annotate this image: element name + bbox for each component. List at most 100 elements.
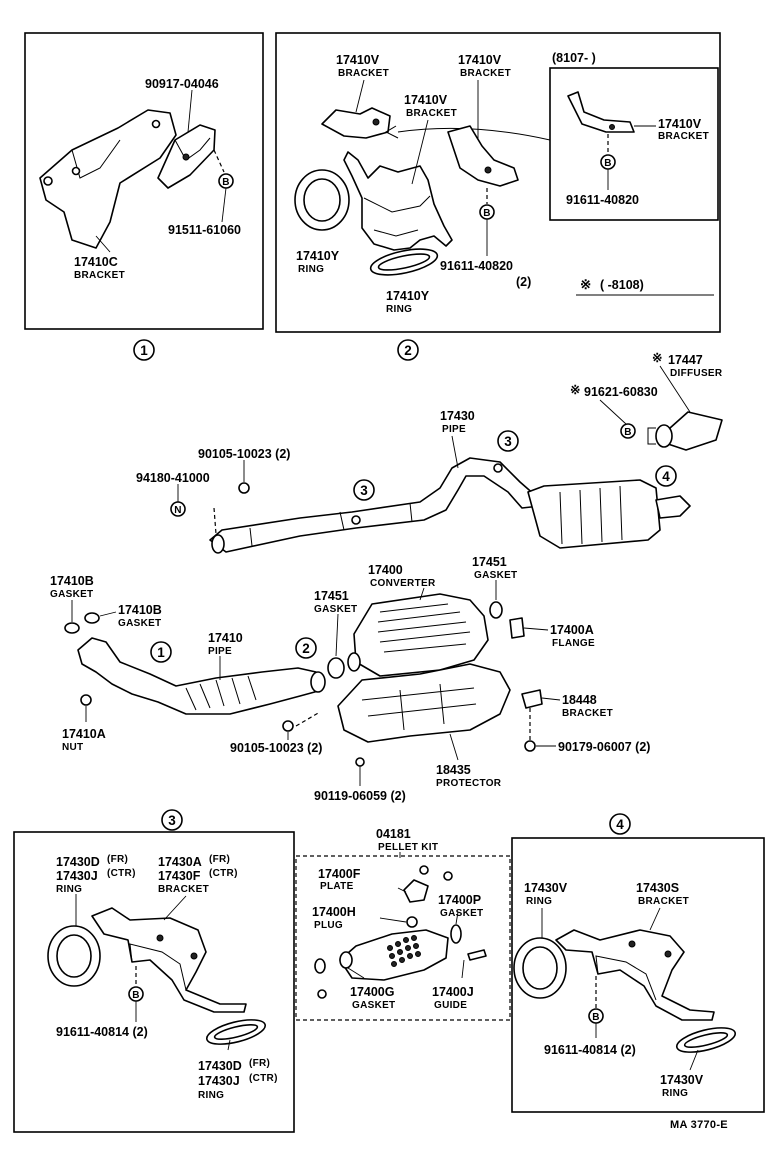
- position-circle-3b: [497, 430, 519, 452]
- nut-17410a: [80, 694, 92, 706]
- bracket-hole: [156, 934, 164, 942]
- label-17410y-a: 17410Y: [296, 249, 340, 263]
- pipe-17410-outlet: [310, 671, 326, 693]
- leader: [541, 697, 561, 701]
- label-17430a: 17430A: [158, 855, 202, 869]
- leader: [227, 1039, 231, 1051]
- panel-number-2: 2: [404, 343, 412, 358]
- leader: [689, 1049, 699, 1071]
- converter-ribs: [377, 603, 471, 653]
- label-17430d-top: 17430D: [56, 855, 100, 869]
- subpanel-range: (8107- ): [552, 51, 596, 65]
- position-circle-4: [655, 465, 677, 487]
- pellet-kit: 04181 PELLET KIT 17400F PLATE 17400H PLU…: [295, 827, 511, 1021]
- label-17430f: 17430F: [158, 869, 201, 883]
- panel-4: 4 B 17430V RING 17430S BRACKET 91611-408…: [511, 813, 765, 1113]
- main-assembly: B N: [50, 351, 723, 803]
- leader: [355, 79, 365, 113]
- legend-mark: ※: [580, 277, 591, 292]
- label-91621-mark: ※: [570, 383, 580, 397]
- panel-1-frame: [24, 32, 264, 330]
- label-17410-desc: PIPE: [208, 646, 232, 657]
- label-17410: 17410: [208, 631, 243, 645]
- label-17400p-desc: GASKET: [440, 908, 483, 919]
- muffler: [527, 479, 661, 549]
- nut-90179: [524, 740, 536, 752]
- figure-code: MA 3770-E: [670, 1119, 728, 1131]
- nut-mark: N: [174, 505, 182, 516]
- label-17451-right-desc: GASKET: [474, 570, 517, 581]
- label-17447-mark: ※: [652, 351, 662, 365]
- label-17410b-a: 17410B: [50, 574, 94, 588]
- label-17410v-a-desc: BRACKET: [338, 68, 389, 79]
- leader: [419, 587, 425, 601]
- leader: [335, 613, 339, 657]
- label-91611-40820-sub: 91611-40820: [566, 193, 639, 207]
- label-17430j-bottom-sup: (CTR): [249, 1073, 278, 1084]
- nut: [419, 865, 429, 875]
- label-17410v-b: 17410V: [458, 53, 502, 67]
- ring-inner: [683, 1031, 729, 1049]
- plug-17400h: [406, 916, 418, 928]
- ring-inner: [213, 1023, 259, 1041]
- leader: [461, 959, 465, 979]
- label-17410y-a-desc: RING: [298, 264, 324, 275]
- label-17430j-top-sup: (CTR): [107, 868, 136, 879]
- label-90119-06059: 90119-06059 (2): [314, 789, 406, 803]
- leader: [95, 235, 111, 253]
- pipe-hangers: [249, 502, 413, 547]
- label-91611-40820-qty: (2): [516, 275, 531, 289]
- bracket-fold: [363, 195, 431, 213]
- label-17447: 17447: [668, 353, 703, 367]
- bracket-hole: [609, 124, 615, 130]
- gasket-17451-left: [327, 657, 345, 679]
- bracket-hole: [71, 166, 81, 176]
- label-91611-40814-p4: 91611-40814 (2): [544, 1043, 636, 1057]
- pipe-flange: [211, 534, 225, 554]
- legend: ※ ( -8108): [576, 277, 714, 296]
- label-17410v-c-desc: BRACKET: [406, 108, 457, 119]
- guide-17400j: [467, 949, 487, 961]
- label-17451-left-desc: GASKET: [314, 604, 357, 615]
- position-mark-1: 1: [157, 645, 165, 660]
- bracket-17410v-center: [343, 151, 453, 251]
- pellet-kit-number: 04181: [376, 827, 411, 841]
- leader: [599, 399, 627, 425]
- label-17400j-desc: GUIDE: [434, 1000, 467, 1011]
- muffler-tail: [655, 495, 691, 519]
- label-90105-lower: 90105-10023 (2): [230, 741, 322, 755]
- label-17410v-a: 17410V: [336, 53, 380, 67]
- label-17400g: 17400G: [350, 985, 394, 999]
- bolt-mark: B: [592, 1012, 600, 1023]
- bracket-fold: [129, 943, 187, 991]
- bracket-18448: [521, 689, 543, 709]
- pipe-17430: [209, 457, 541, 553]
- bolt-mark-circle: [620, 423, 636, 439]
- label-17410v-sub: 17410V: [658, 117, 702, 131]
- leader: [379, 917, 407, 923]
- label-17410a-desc: NUT: [62, 742, 83, 753]
- panel-3: 3 B 17430D (FR) 17430J (CTR) RING 17430A…: [13, 809, 295, 1133]
- pipe-17410: [77, 637, 323, 715]
- pellet-kit-title: PELLET KIT: [378, 842, 438, 853]
- bolt-mark: B: [222, 177, 230, 188]
- protector-18435: [337, 663, 511, 743]
- label-17410b-a-desc: GASKET: [50, 589, 93, 600]
- bracket-17410v-sub: [567, 91, 635, 133]
- label-17430s: 17430S: [636, 881, 679, 895]
- flange-17400a: [509, 617, 525, 639]
- leader: [649, 907, 661, 931]
- panel-circle-2: [397, 339, 419, 361]
- label-17410b-b: 17410B: [118, 603, 162, 617]
- position-circle-1: [150, 641, 172, 663]
- bolt-mark: B: [483, 208, 491, 219]
- label-17410y-b-desc: RING: [386, 304, 412, 315]
- bracket-17410v-upper: [321, 107, 391, 139]
- label-17430v-bottom: 17430V: [660, 1073, 704, 1087]
- label-17400g-desc: GASKET: [352, 1000, 395, 1011]
- leader-dash: [213, 507, 217, 535]
- pellet-kit-frame: [295, 855, 511, 1021]
- panel-2-subframe: [549, 67, 719, 221]
- label-17430v-top: 17430V: [524, 881, 568, 895]
